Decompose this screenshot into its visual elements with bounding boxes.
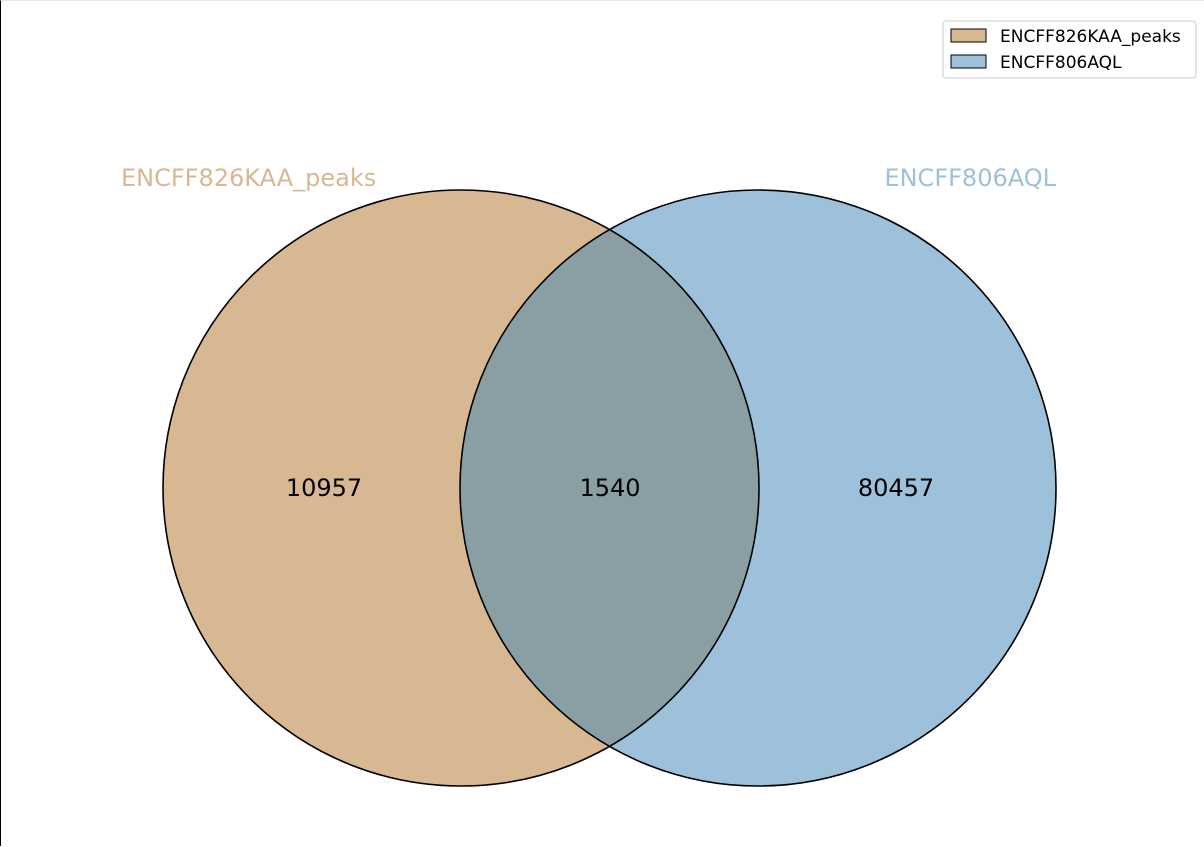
legend-frame (942, 20, 1197, 79)
set-a-outline (162, 189, 760, 787)
legend-swatch-b (950, 54, 987, 69)
count-only-a: 10957 (286, 474, 362, 502)
legend-entry-a: ENCFF826KAA_peaks (1000, 27, 1181, 47)
intersection-region (460, 190, 759, 786)
set-b-outline (459, 189, 1057, 787)
legend: ENCFF826KAA_peaks ENCFF806AQL (942, 20, 1197, 79)
count-only-b: 80457 (858, 474, 934, 502)
set-b-label: ENCFF806AQL (884, 164, 1056, 192)
legend-swatch-a (950, 28, 987, 43)
count-intersection: 1540 (579, 474, 640, 502)
legend-entry-b: ENCFF806AQL (1000, 53, 1122, 73)
set-a-label: ENCFF826KAA_peaks (121, 164, 376, 192)
